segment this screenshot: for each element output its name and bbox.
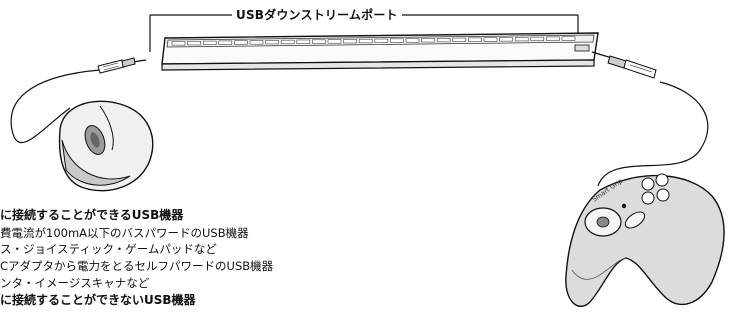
downstream-port-callout: USBダウンストリームポート	[232, 6, 402, 23]
usb-mouse-icon	[58, 100, 154, 192]
key-cap	[312, 39, 326, 44]
key-cap	[546, 36, 560, 41]
notes-heading: に接続することができるUSB機器	[0, 208, 184, 222]
key-cap	[171, 41, 186, 46]
note-line: に接続することができないUSB機器	[0, 293, 196, 307]
key-cap	[561, 36, 576, 41]
key-cap	[343, 39, 357, 44]
gamepad-cable	[591, 51, 709, 187]
key-cap	[234, 40, 248, 45]
key-cap	[280, 39, 295, 45]
key-cap	[265, 40, 279, 45]
key-cap	[390, 38, 404, 43]
key-cap	[514, 37, 529, 42]
key-cap	[452, 37, 467, 42]
key-cap	[468, 37, 482, 42]
key-cap	[374, 38, 389, 43]
key-cap	[358, 38, 373, 44]
key-cap	[530, 36, 545, 42]
mouse-usb-plug-icon	[97, 57, 136, 74]
note-line: ス・ジョイスティック・ゲームパッドなど	[0, 242, 217, 256]
gamepad-usb-plug-icon	[607, 55, 657, 79]
key-cap	[436, 37, 451, 43]
key-cap	[483, 37, 498, 42]
key-cap	[296, 39, 311, 44]
key-cap	[405, 38, 420, 43]
key-cap	[202, 40, 217, 46]
usb-gamepad-icon: Smart Grip	[565, 173, 725, 308]
key-cap	[499, 37, 513, 42]
key-cap	[187, 41, 201, 46]
key-cap	[421, 38, 435, 43]
note-line: Cアダプタから電力をとるセルフパワードのUSB機器	[0, 259, 274, 273]
key-cap	[327, 39, 342, 44]
usb-keyboard-hub-icon	[161, 32, 599, 71]
key-cap	[249, 40, 264, 45]
key-cap	[218, 40, 233, 45]
downstream-port	[574, 44, 590, 52]
callout-bracket	[149, 14, 579, 52]
note-line: ンタ・イメージスキャナなど	[0, 276, 150, 290]
note-line: 費電流が100mA以下のバスパワードのUSB機器	[0, 226, 249, 240]
